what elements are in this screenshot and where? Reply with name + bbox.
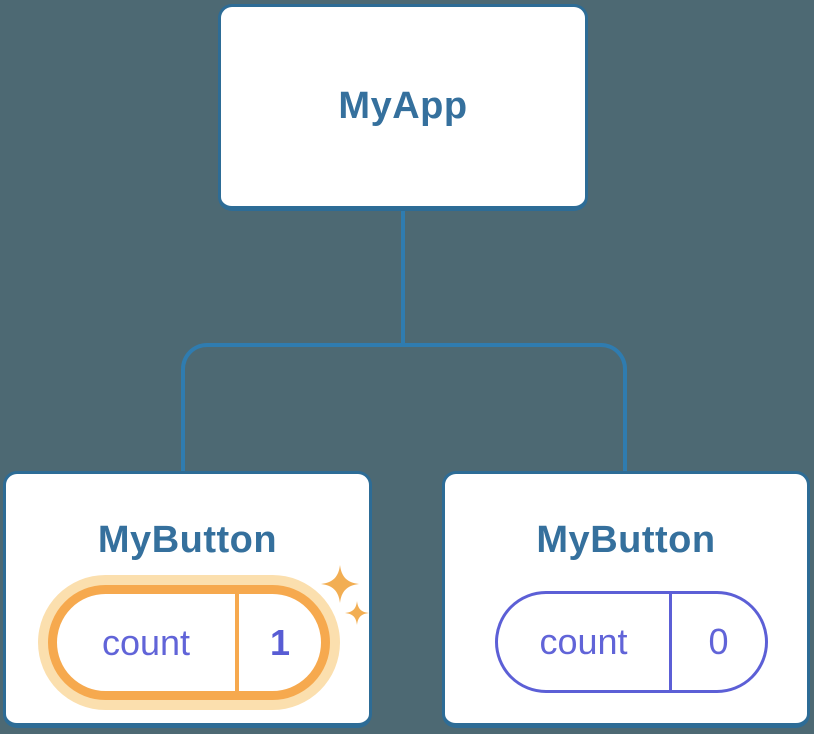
sparkles-icon [321, 565, 369, 625]
component-node-mybutton-2: MyButton count 0 [442, 471, 810, 728]
state-name: count [539, 621, 628, 662]
state-value: 0 [708, 621, 729, 662]
state-pill-highlighted: count 1 [48, 585, 330, 700]
state-pill-divider [235, 594, 239, 691]
component-node-myapp: MyApp [218, 4, 588, 211]
state-name: count [101, 621, 191, 663]
connector-root-stem [401, 211, 405, 347]
component-name-mybutton-2: MyButton [536, 519, 716, 561]
state-pill-divider [669, 594, 672, 690]
component-name-myapp: MyApp [338, 85, 468, 127]
connector-branch [181, 343, 627, 471]
state-value: 1 [269, 621, 291, 663]
component-node-mybutton-1: MyButton count 1 [3, 471, 372, 728]
component-name-mybutton-1: MyButton [97, 519, 278, 561]
state-pill: count 0 [495, 591, 768, 693]
